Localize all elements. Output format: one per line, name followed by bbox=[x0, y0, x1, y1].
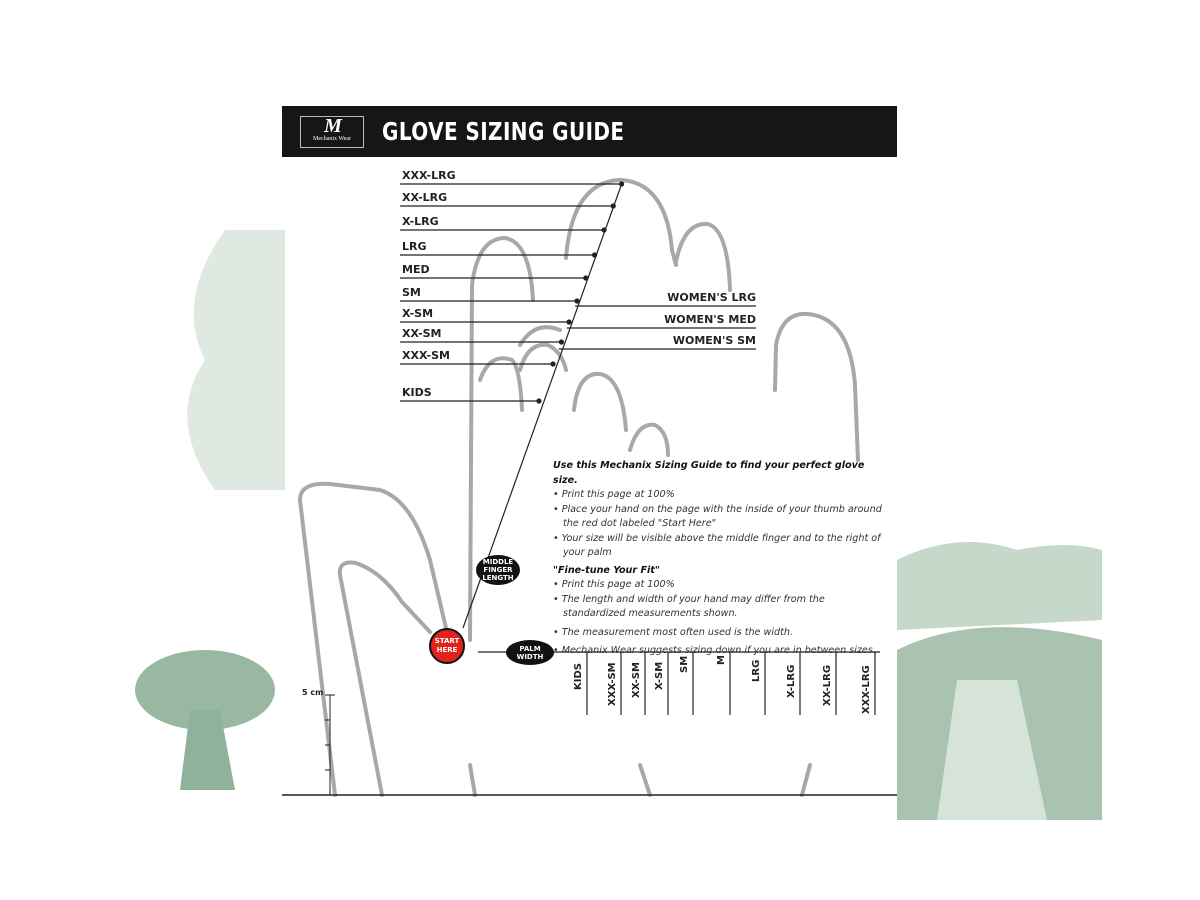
width-size-label: XXX-LRG bbox=[861, 665, 872, 715]
instructions: Use this Mechanix Sizing Guide to find y… bbox=[553, 459, 883, 659]
ring-finger-outline bbox=[674, 221, 732, 292]
fine-tune-item: • The length and width of your hand may … bbox=[553, 593, 825, 620]
thumb-inner-outline bbox=[337, 560, 432, 797]
size-marker-dot bbox=[601, 227, 607, 233]
instruction-item: • Print this page at 100% bbox=[553, 489, 675, 500]
instruction-item: • Your size will be visible above the mi… bbox=[553, 532, 881, 559]
size-marker-dot bbox=[591, 252, 598, 258]
instruction-item: • Place your hand on the page with the i… bbox=[553, 503, 882, 530]
start-here-dot: START HERE bbox=[429, 628, 465, 664]
womens-size-label: WOMEN'S MED bbox=[664, 313, 756, 326]
width-size-label: XXX-SM bbox=[607, 662, 618, 707]
width-size-label: XX-SM bbox=[631, 662, 642, 698]
width-size-label: KIDS bbox=[573, 662, 584, 690]
pinky-outline bbox=[773, 311, 860, 462]
size-marker-dot bbox=[574, 298, 580, 304]
size-marker-dot bbox=[619, 181, 625, 187]
length-size-label: X-LRG bbox=[402, 215, 439, 228]
tree-watermark-right bbox=[897, 542, 1102, 820]
length-size-label: XXX-LRG bbox=[402, 169, 456, 182]
size-marker-dot bbox=[610, 203, 616, 209]
width-size-label: XX-LRG bbox=[822, 665, 833, 707]
size-marker-dot bbox=[550, 361, 556, 367]
length-size-label: XXX-SM bbox=[402, 349, 450, 362]
size-marker-dot bbox=[583, 275, 589, 281]
middle-finger-length-badge: MIDDLE FINGER LENGTH bbox=[476, 555, 520, 585]
middle-finger-outline bbox=[564, 177, 678, 267]
fine-tune-heading: "Fine-tune Your Fit" bbox=[553, 564, 660, 576]
palm-width-badge: PALM WIDTH bbox=[506, 640, 554, 665]
size-marker-dot bbox=[558, 339, 565, 345]
width-size-label: SM bbox=[679, 656, 690, 674]
length-size-label: X-SM bbox=[402, 307, 434, 320]
fine-tune-item: • The measurement most often used is the… bbox=[553, 626, 793, 638]
length-size-label: XX-SM bbox=[402, 327, 442, 340]
length-size-label: LRG bbox=[402, 240, 427, 253]
womens-size-label: WOMEN'S SM bbox=[672, 334, 756, 347]
size-marker-dot bbox=[566, 319, 572, 325]
length-size-label: MED bbox=[402, 263, 430, 276]
width-size-label: X-SM bbox=[654, 661, 665, 690]
width-size-label: LRG bbox=[751, 659, 762, 682]
length-size-label: KIDS bbox=[402, 386, 432, 399]
length-size-label: SM bbox=[402, 286, 421, 299]
index-finger-outline bbox=[468, 235, 535, 642]
tree-watermark-left-faint bbox=[187, 230, 285, 490]
instructions-heading: Use this Mechanix Sizing Guide to find y… bbox=[553, 460, 865, 486]
tree-watermark-left bbox=[135, 650, 275, 790]
thumb-outline bbox=[297, 481, 448, 797]
logo-text: Mechanix Wear bbox=[313, 136, 351, 142]
womens-size-label: WOMEN'S LRG bbox=[667, 291, 756, 304]
fine-tune-item: • Mechanix Wear suggests sizing down if … bbox=[553, 645, 876, 656]
length-size-label: XX-LRG bbox=[402, 191, 448, 204]
size-marker-dot bbox=[536, 398, 542, 404]
fine-tune-item: • Print this page at 100% bbox=[553, 579, 675, 590]
width-size-label: X-LRG bbox=[786, 664, 797, 698]
page-title: GLOVE SIZING GUIDE bbox=[382, 117, 625, 146]
ruler-label: 5 cm bbox=[302, 688, 324, 697]
